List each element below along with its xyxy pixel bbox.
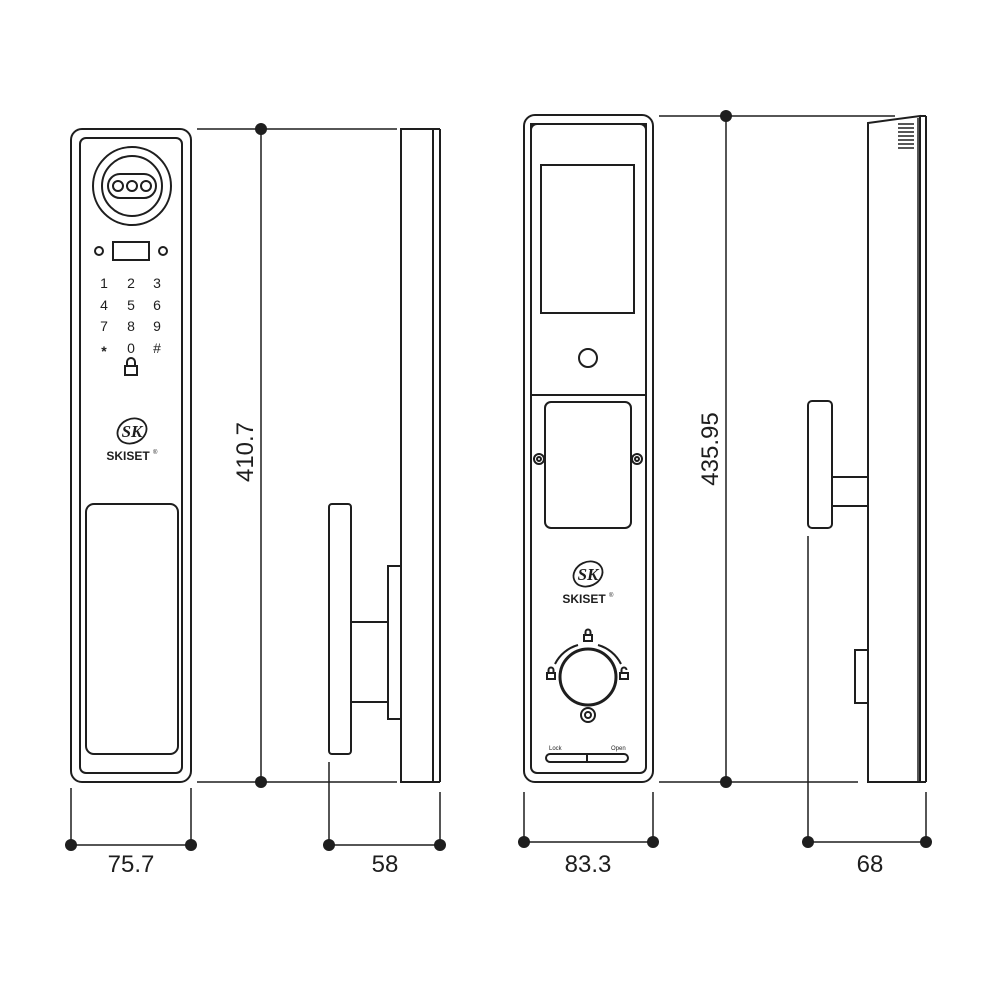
right-side-handle [807,400,833,529]
keypad-key-1: 1 [100,275,108,291]
keyhole-icon [584,711,592,719]
padlock-icon [583,628,593,642]
three-dot-reader [107,173,157,199]
right-brand-logo: SK SKISET ® [562,560,614,606]
padlock-open-icon [619,666,629,680]
keypad-key-4: 4 [100,297,108,313]
reader-dot-icon [126,180,138,192]
dimension-endpoints [65,110,932,851]
keypad-key-8: 8 [127,318,135,334]
display-screen [540,164,635,314]
brand-monogram: SK [578,565,600,584]
keypad-key-5: 5 [127,297,135,313]
fingerprint-reader-ring [92,146,172,226]
brand-monogram: SK [122,422,144,441]
selector-arc-left [554,644,579,665]
fingerprint-sensor-icon [578,348,598,368]
left-lock-side-view [328,128,441,783]
left-side-handle [328,503,352,755]
left-lock-outer-body [70,128,192,783]
right-depth-label: 68 [857,851,884,878]
right-lock-outer-body [523,114,654,783]
camera-module-panel [530,123,647,396]
brand-trademark: ® [153,449,158,456]
keyhole-ring-icon [580,707,596,723]
right-lock-side-view [807,114,927,783]
keypad-key-2: 2 [127,275,135,291]
indicator-led-icon [158,246,168,256]
right-lock-front-view [523,114,654,783]
left-handle-grip [85,503,179,755]
keypad-key-hash: # [153,340,161,356]
padlock-icon [546,666,556,680]
fingerprint-reader-inner-ring [101,155,163,217]
keypad-key-6: 6 [153,297,161,313]
left-side-body [400,128,434,783]
sensor-window [112,241,150,261]
reader-dot-icon [140,180,152,192]
lock-label: Lock [549,746,563,752]
left-width-label: 75.7 [108,851,155,878]
indicator-led-icon [94,246,104,256]
right-side-spindle [831,476,869,507]
right-height-label: 435.95 [697,412,724,485]
screw-icon-center [634,456,640,462]
left-lock-front-view [70,128,192,783]
right-side-body [867,114,921,783]
open-label: Open [611,746,626,752]
selector-knob [558,647,618,707]
keypad-key-7: 7 [100,318,108,334]
screw-icon [533,453,545,465]
keypad-key-3: 3 [153,275,161,291]
left-height-label: 410.7 [232,422,259,482]
keypad-key-0: 0 [127,340,135,356]
left-side-mount [387,565,402,720]
left-brand-logo: SK SKISET ® [106,417,158,463]
brand-name: SKISET [106,449,150,463]
left-side-spindle [350,621,389,703]
selector-arc-right [597,644,622,665]
camera-vent-icon [898,123,914,149]
brand-name: SKISET [562,592,606,606]
keypad-key-star: * [101,343,107,359]
keypad-key-9: 9 [153,318,161,334]
padlock-icon [124,357,138,376]
brand-trademark: ® [609,592,614,599]
screw-icon-center [536,456,542,462]
right-width-label: 83.3 [565,851,612,878]
right-side-knob [854,649,869,704]
screw-icon [631,453,643,465]
left-depth-label: 58 [372,851,399,878]
reader-dot-icon [112,180,124,192]
left-lock-inner-panel [79,137,183,774]
right-handle-plate [544,401,632,529]
dimension-lines [70,115,927,846]
